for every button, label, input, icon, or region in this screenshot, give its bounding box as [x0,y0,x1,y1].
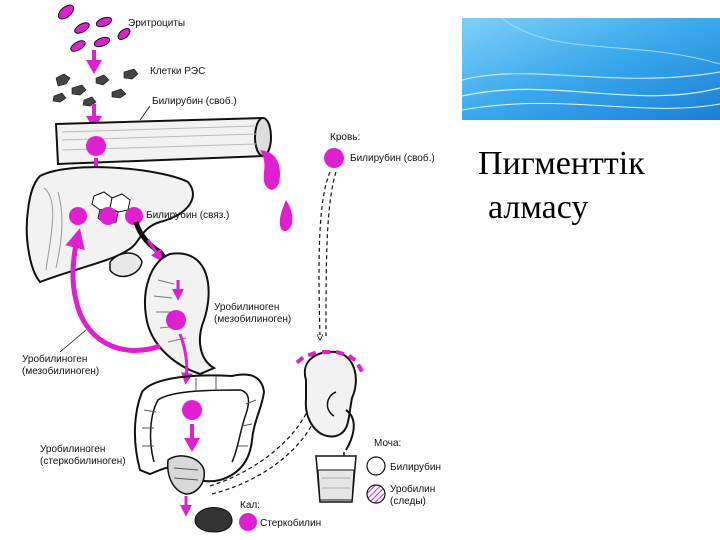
blood-drop [260,150,280,190]
leader-line [59,329,87,353]
stercobilin-node [239,513,257,531]
label-sterco-urobilinogen-2: (стеркобилиноген) [40,455,126,467]
res-cell [123,68,139,80]
erythrocyte [95,16,113,28]
blood-drop-small [279,200,293,232]
label-urobilinogen-meso-1: Уробилиноген [214,301,279,313]
ureter [345,409,355,451]
label-bilirubin-bound: Билирубин (связ.) [146,209,229,221]
vessel-body [54,116,266,166]
erythrocyte [93,36,111,48]
label-urine-bilirubin: Билирубин [390,461,441,473]
slide-title-line-2: алмасу [488,189,589,226]
bile-duct [133,221,170,264]
rectum-texture [173,467,199,481]
label-urine-urobilin-1: Уробилин [390,483,435,495]
slide-title: Пигменттік алмасу [478,142,714,230]
gall-bladder [109,252,143,278]
label-left-urobilinogen-2: (мезобилиноген) [22,365,99,377]
urine-bilirubin-node [366,456,386,476]
res-cell [52,92,67,103]
label-feces: Кал: [240,500,260,511]
dashed-path-colon-to-kidney [209,400,312,487]
blood-bilirubin-node [324,148,344,168]
label-left-urobilinogen-1: Уробилиноген [22,353,87,365]
urine-glass [315,455,357,503]
arrow-bile-down [146,239,163,262]
res-cell [95,74,110,86]
colon-inner [149,389,250,463]
label-bilirubin-free: Билирубин (своб.) [152,95,237,107]
label-blood-bilirubin-free: Билирубин (своб.) [350,152,435,164]
bilirubin-node-liver-center [99,207,117,225]
colon-haustra [142,376,257,447]
vessel-open-end [254,117,272,157]
label-res-cells: Клетки РЭС [150,66,205,77]
duodenum-folds [153,279,187,343]
slide-title-line-1: Пигменттік [478,145,645,182]
res-cell [55,73,71,87]
label-blood: Кровь: [330,132,360,143]
urine-urobilin-node [366,484,386,504]
glass-liquid-lines [322,477,350,489]
bilirubin-node-vessel [86,136,106,156]
erythrocytes-group [57,4,131,52]
label-sterco-urobilinogen-1: Уробилиноген [40,443,105,455]
glass-liquid [317,469,355,501]
erythrocyte [74,22,90,34]
bilirubin-node-liver-left [69,207,87,225]
label-urine: Моча: [374,438,401,449]
urobilinogen-node-colon [182,400,202,420]
label-erythrocytes: Эритроциты [128,18,185,29]
dashed-path-blood-to-kidney [319,171,331,338]
dashed-path-colon-to-kidney-2 [211,405,321,495]
erythrocyte [117,28,131,40]
kidney-bilirubin-marks [295,350,364,373]
res-cell [111,88,127,99]
kidney-pelvis [326,391,337,417]
erythrocyte [70,40,86,52]
feces-clump [194,507,233,533]
slide-corner-decoration [462,18,720,120]
kidney-body [303,350,357,438]
leader-line [139,105,151,121]
bilirubin-node-liver-right [125,207,143,225]
liver-shading [43,187,63,271]
res-cell [71,84,87,96]
res-cells-group [52,68,139,107]
enterohepatic-arrow [65,228,161,353]
erythrocyte [57,4,75,20]
rectum [167,455,205,495]
arrowhead [86,60,102,74]
label-urine-urobilin-2: (следы) [390,496,426,507]
kidney [295,350,364,438]
label-urobilinogen-meso-2: (мезобилиноген) [214,313,291,325]
urobilinogen-node-duodenum [166,310,186,330]
dashed-path-blood-to-kidney-2 [325,171,337,337]
arrowhead [184,438,200,452]
label-stercobilin: Стеркобилин [260,517,321,529]
